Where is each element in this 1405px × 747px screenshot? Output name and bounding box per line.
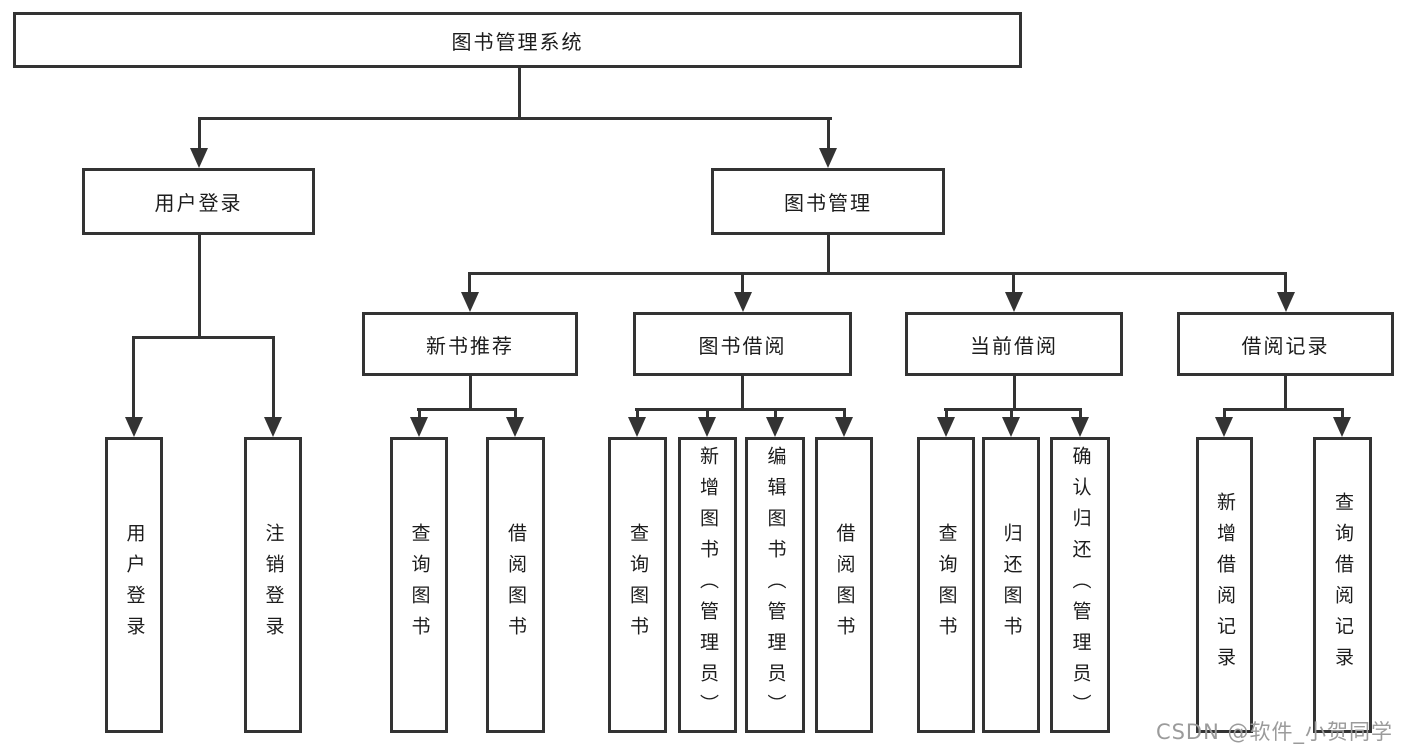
arrowhead-down-icon bbox=[819, 148, 837, 168]
leaf-logout: 注销登录 bbox=[244, 437, 302, 733]
arrowhead-down-icon bbox=[461, 292, 479, 312]
connector-vline bbox=[741, 272, 744, 296]
connector-hline bbox=[944, 408, 1082, 411]
leaf-user-login: 用户登录 bbox=[105, 437, 163, 733]
leaf-query-books-recommend: 查询图书 bbox=[390, 437, 448, 733]
arrowhead-down-icon bbox=[1005, 292, 1023, 312]
connector-vline bbox=[636, 408, 639, 420]
connector-hline bbox=[635, 408, 846, 411]
connector-vline bbox=[514, 408, 517, 420]
arrowhead-down-icon bbox=[766, 417, 784, 437]
leaf-query-borrow-record: 查询借阅记录 bbox=[1313, 437, 1372, 733]
node-label: 用户登录 bbox=[123, 523, 146, 647]
leaf-edit-book-admin: 编辑图书（管理员） bbox=[745, 437, 805, 733]
connector-vline bbox=[706, 408, 709, 420]
node-label: 借阅图书 bbox=[505, 523, 527, 647]
arrowhead-down-icon bbox=[264, 417, 282, 437]
arrowhead-down-icon bbox=[1333, 417, 1351, 437]
connector-hline bbox=[198, 117, 832, 120]
connector-vline bbox=[469, 376, 472, 411]
arrowhead-down-icon bbox=[1071, 417, 1089, 437]
node-label: 当前借阅 bbox=[970, 333, 1058, 358]
node-new-book-recommend: 新书推荐 bbox=[362, 312, 578, 376]
connector-vline bbox=[827, 117, 830, 150]
connector-vline bbox=[774, 408, 777, 420]
arrowhead-down-icon bbox=[698, 417, 716, 437]
connector-vline bbox=[1013, 376, 1016, 411]
arrowhead-down-icon bbox=[190, 148, 208, 168]
leaf-confirm-return-admin: 确认归还（管理员） bbox=[1050, 437, 1110, 733]
node-label: 查询图书 bbox=[627, 523, 649, 647]
node-label: 图书管理 bbox=[784, 191, 872, 215]
node-book-borrowing: 图书借阅 bbox=[633, 312, 852, 376]
arrowhead-down-icon bbox=[1002, 417, 1020, 437]
connector-vline bbox=[1223, 408, 1226, 420]
connector-vline bbox=[518, 68, 521, 120]
node-label: 查询图书 bbox=[935, 523, 958, 647]
connector-vline bbox=[198, 117, 201, 150]
node-book-management: 图书管理 bbox=[711, 168, 945, 235]
connector-hline bbox=[1223, 408, 1344, 411]
node-label: 借阅图书 bbox=[833, 523, 856, 647]
connector-vline bbox=[1341, 408, 1344, 420]
csdn-watermark: CSDN @软件_小贺同学 bbox=[1155, 720, 1393, 744]
connector-hline bbox=[132, 336, 275, 339]
node-current-borrowing: 当前借阅 bbox=[905, 312, 1123, 376]
connector-hline bbox=[417, 408, 517, 411]
connector-vline bbox=[1284, 376, 1287, 411]
arrowhead-down-icon bbox=[125, 417, 143, 437]
leaf-return-book: 归还图书 bbox=[982, 437, 1040, 733]
connector-vline bbox=[843, 408, 846, 420]
connector-vline bbox=[1012, 272, 1015, 296]
node-label: 查询借阅记录 bbox=[1332, 492, 1354, 678]
leaf-borrow-books-borrowing: 借阅图书 bbox=[815, 437, 873, 733]
connector-vline bbox=[198, 235, 201, 339]
node-label: 确认归还（管理员） bbox=[1069, 445, 1092, 725]
leaf-borrow-books-recommend: 借阅图书 bbox=[486, 437, 545, 733]
arrowhead-down-icon bbox=[734, 292, 752, 312]
node-label: 新增借阅记录 bbox=[1214, 492, 1236, 678]
connector-vline bbox=[1284, 272, 1287, 296]
arrowhead-down-icon bbox=[1215, 417, 1233, 437]
leaf-query-books-borrowing: 查询图书 bbox=[608, 437, 667, 733]
connector-vline bbox=[827, 235, 830, 275]
node-label: 借阅记录 bbox=[1241, 333, 1330, 358]
arrowhead-down-icon bbox=[1277, 292, 1295, 312]
arrowhead-down-icon bbox=[506, 417, 524, 437]
connector-vline bbox=[741, 376, 744, 411]
arrowhead-down-icon bbox=[628, 417, 646, 437]
node-user-login: 用户登录 bbox=[82, 168, 315, 235]
node-label: 注销登录 bbox=[262, 523, 285, 647]
connector-hline bbox=[468, 272, 1287, 275]
node-label: 归还图书 bbox=[1000, 523, 1023, 647]
connector-vline bbox=[272, 336, 275, 421]
node-root-library-system: 图书管理系统 bbox=[13, 12, 1022, 68]
connector-vline bbox=[945, 408, 948, 420]
connector-vline bbox=[1010, 408, 1013, 420]
node-label: 查询图书 bbox=[408, 523, 431, 647]
leaf-add-book-admin: 新增图书（管理员） bbox=[678, 437, 737, 733]
arrowhead-down-icon bbox=[835, 417, 853, 437]
connector-vline bbox=[468, 272, 471, 296]
leaf-add-borrow-record: 新增借阅记录 bbox=[1196, 437, 1253, 733]
node-label: 新书推荐 bbox=[426, 333, 514, 358]
node-label: 新增图书（管理员） bbox=[697, 445, 719, 725]
node-label: 图书借阅 bbox=[698, 333, 787, 358]
connector-vline bbox=[1079, 408, 1082, 420]
node-borrowing-records: 借阅记录 bbox=[1177, 312, 1394, 376]
arrowhead-down-icon bbox=[410, 417, 428, 437]
leaf-query-books-current: 查询图书 bbox=[917, 437, 975, 733]
connector-vline bbox=[418, 408, 421, 420]
node-label: 图书管理系统 bbox=[451, 29, 584, 54]
node-label: 编辑图书（管理员） bbox=[764, 445, 787, 725]
connector-vline bbox=[132, 336, 135, 421]
arrowhead-down-icon bbox=[937, 417, 955, 437]
node-label: 用户登录 bbox=[154, 191, 243, 215]
